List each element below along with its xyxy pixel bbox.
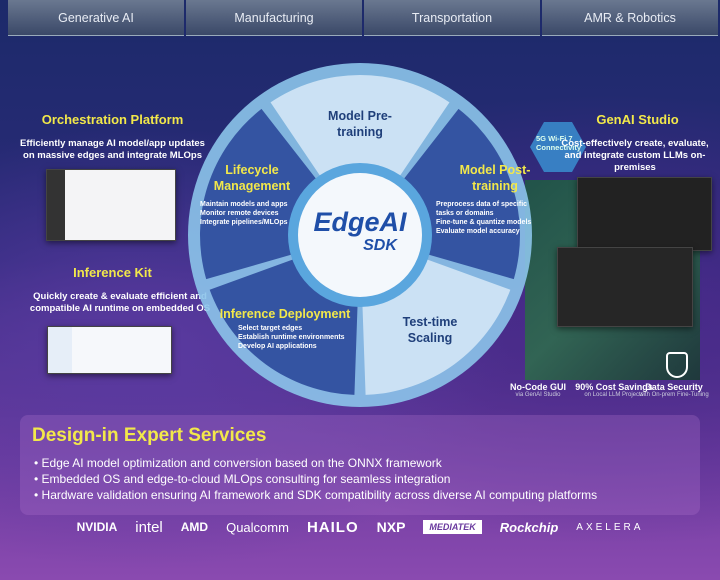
tile-manufacturing: Manufacturing [186,0,362,36]
partner-logos: NVIDIA intel AMD Qualcomm HAILO NXP MEDI… [0,515,720,539]
post-training-bullets: Preprocess data of specific tasks or dom… [436,200,546,236]
orchestration-desc: Efficiently manage AI model/app updates … [20,138,205,161]
wheel-segment-post-training [403,108,521,280]
bullet: Select target edges [238,325,303,332]
logo-axelera: AXELERA [576,521,644,533]
tile-transportation: Transportation [364,0,540,36]
genai-studio-desc: Cost-effectively create, evaluate, and i… [561,138,709,173]
segment-post-training: Model Post-training [459,163,531,193]
logo-hailo: HAILO [306,518,359,536]
bullet: Evaluate model accuracy [436,228,520,235]
logo-nxp: NXP [376,519,406,535]
tile-amr-robotics: AMR & Robotics [542,0,718,36]
genai-screenshot-2 [557,247,693,327]
genai-studio-title: GenAI Studio [596,112,679,127]
lifecycle-bullets: Maintain models and apps Monitor remote … [200,200,300,227]
shield-database-icon [666,352,688,378]
bullet: Fine-tune & quantize models [436,219,532,226]
hex-label: 5G Wi-Fi 7 Connectivity [536,134,582,152]
tile-generative-ai: Generative AI [8,0,184,36]
logo-intel: intel [135,518,163,536]
services-panel: Design-in Expert Services • Edge AI mode… [20,415,700,515]
bullet: Monitor remote devices [200,210,279,217]
logo-amd: AMD [180,520,209,534]
orchestration-title: Orchestration Platform [41,112,184,127]
service-item: • Hardware validation ensuring AI framew… [34,488,598,502]
segment-lifecycle-management: Lifecycle Management [213,163,291,193]
bullet: Establish runtime environments [238,334,345,341]
sdk-label: SDK [363,237,397,254]
edgeai-logo: EdgeAI [313,207,407,237]
bullet: Integrate pipelines/MLOps [200,219,288,226]
logo-qualcomm: Qualcomm [226,519,289,535]
service-item: • Embedded OS and edge-to-cloud MLOps co… [34,472,451,486]
inference-deployment-bullets: Select target edges Establish runtime en… [238,324,358,351]
segment-pre-training: Model Pre-training [328,109,392,139]
inference-kit-desc: Quickly create & evaluate efficient and … [29,291,211,314]
orchestration-screenshot [46,169,176,241]
bullet: Maintain models and apps [200,201,288,208]
segment-inference-deployment: Inference Deployment [219,307,351,321]
service-item: • Edge AI model optimization and convers… [34,456,442,470]
inference-kit-screenshot [47,326,172,374]
logo-nvidia: NVIDIA [76,520,118,534]
inference-kit-title: Inference Kit [73,265,152,280]
wheel-center [298,173,422,297]
logo-rockchip: Rockchip [499,519,559,535]
bullet: Develop AI applications [238,343,317,350]
wheel-segment-lifecycle-management [200,108,317,280]
wheel-segment-pre-training [270,75,450,177]
bullet: Preprocess data of specific tasks or dom… [436,201,528,217]
segment-test-time-scaling: Test-time Scaling [402,315,458,345]
services-title: Design-in Expert Services [32,425,267,446]
logo-mediatek: MEDIATEK [423,520,482,534]
